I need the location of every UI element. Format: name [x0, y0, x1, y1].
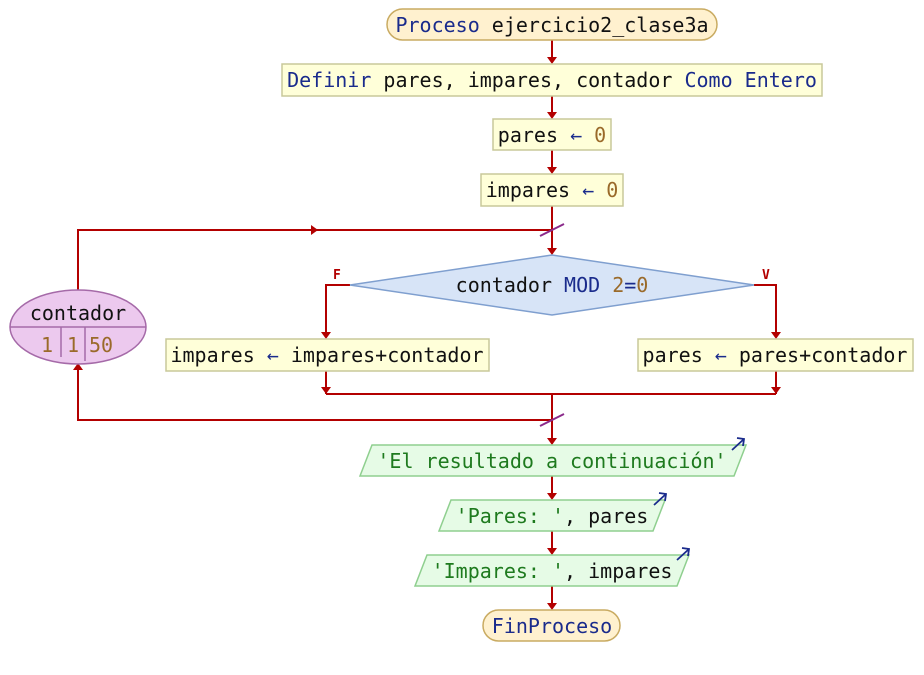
loop-end: 50 — [89, 333, 113, 357]
arrowheads — [73, 57, 781, 610]
process-start-shape — [386, 8, 718, 41]
loop-join-tick-top — [539, 223, 565, 237]
output2-text: 'Pares: ', pares — [456, 504, 649, 528]
connector-loop-top — [77, 229, 552, 295]
process-end-shape — [482, 609, 621, 642]
arrowhead — [547, 548, 557, 555]
decision-shape — [349, 254, 755, 316]
loop-node[interactable]: contador 1 1 50 — [9, 289, 147, 365]
loop-step: 1 — [67, 333, 79, 357]
arrowhead — [321, 332, 331, 339]
arrowhead — [547, 112, 557, 119]
arrowhead — [311, 225, 318, 235]
process-end-text: FinProceso — [492, 614, 612, 638]
assign-pares-shape — [492, 118, 612, 151]
define-shape — [281, 63, 823, 97]
branch-false-node[interactable]: impares ← impares+contador — [165, 338, 490, 372]
branch-true-shape — [637, 338, 914, 372]
arrowhead — [771, 387, 781, 394]
output3-shape — [413, 554, 691, 587]
output3-text: 'Impares: ', impares — [432, 559, 673, 583]
define-node[interactable]: Definir pares, impares, contador Como En… — [281, 63, 823, 97]
branch-true-node[interactable]: pares ← pares+contador — [637, 338, 914, 372]
arrowhead — [73, 363, 83, 370]
decision-text: contador MOD 2=0 — [456, 273, 649, 297]
arrowhead — [547, 493, 557, 500]
output1-node[interactable]: 'El resultado a continuación' — [358, 437, 748, 477]
arrowhead — [547, 57, 557, 64]
process-start-text: Proceso ejercicio2_clase3a — [395, 13, 708, 37]
branch-true-text: pares ← pares+contador — [643, 343, 908, 367]
define-text: Definir pares, impares, contador Como En… — [287, 68, 817, 92]
connector-true-branch — [754, 284, 777, 337]
assign-pares-text: pares ← 0 — [498, 123, 606, 147]
arrowhead — [547, 167, 557, 174]
output-arrow-icon — [731, 437, 746, 451]
output2-shape — [437, 499, 667, 532]
assign-pares-node[interactable]: pares ← 0 — [492, 118, 612, 151]
output-arrow-icon — [676, 547, 691, 561]
output1-shape — [358, 444, 748, 477]
process-end-node[interactable]: FinProceso — [482, 609, 621, 642]
decision-node[interactable]: contador MOD 2=0 F V — [333, 254, 770, 316]
output3-node[interactable]: 'Impares: ', impares — [413, 547, 691, 587]
branch-false-text: impares ← impares+contador — [170, 343, 483, 367]
output2-node[interactable]: 'Pares: ', pares — [437, 492, 668, 532]
arrowhead — [321, 387, 331, 394]
output-arrow-icon — [653, 492, 668, 506]
assign-impares-text: impares ← 0 — [486, 178, 618, 202]
connector-false-branch — [325, 284, 350, 337]
assign-impares-shape — [480, 173, 624, 207]
arrowhead — [547, 438, 557, 445]
output1-text: 'El resultado a continuación' — [377, 449, 726, 473]
loop-var: contador — [30, 301, 126, 325]
loop-join-tick-bottom — [539, 413, 565, 427]
process-start-node[interactable]: Proceso ejercicio2_clase3a — [386, 8, 718, 41]
loop-start: 1 — [41, 333, 53, 357]
assign-impares-node[interactable]: impares ← 0 — [480, 173, 624, 207]
arrowhead — [771, 332, 781, 339]
arrowhead — [547, 248, 557, 255]
decision-true-label: V — [762, 268, 770, 283]
connector-loop-bottom — [77, 366, 552, 421]
decision-false-label: F — [333, 268, 341, 283]
branch-false-shape — [165, 338, 490, 372]
connectors — [77, 40, 777, 608]
arrowhead — [547, 603, 557, 610]
